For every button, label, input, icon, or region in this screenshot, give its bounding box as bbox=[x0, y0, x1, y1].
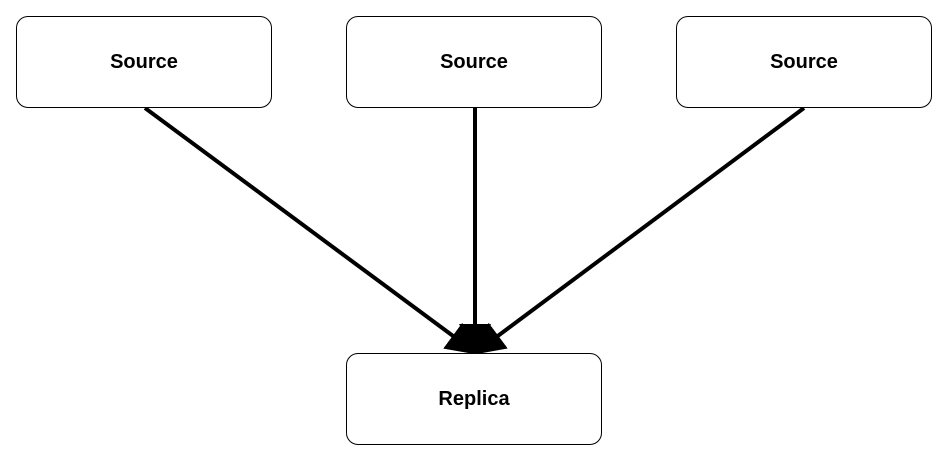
replica-node: Replica bbox=[346, 353, 602, 445]
source-label: Source bbox=[440, 50, 508, 73]
replica-label: Replica bbox=[438, 387, 510, 410]
arrow-source-1-to-replica bbox=[143, 106, 479, 355]
source-label: Source bbox=[770, 50, 838, 73]
source-node: Source bbox=[16, 16, 272, 108]
source-node: Source bbox=[676, 16, 932, 108]
arrow-source-3-to-replica bbox=[472, 106, 806, 355]
source-node: Source bbox=[346, 16, 602, 108]
source-label: Source bbox=[110, 50, 178, 73]
